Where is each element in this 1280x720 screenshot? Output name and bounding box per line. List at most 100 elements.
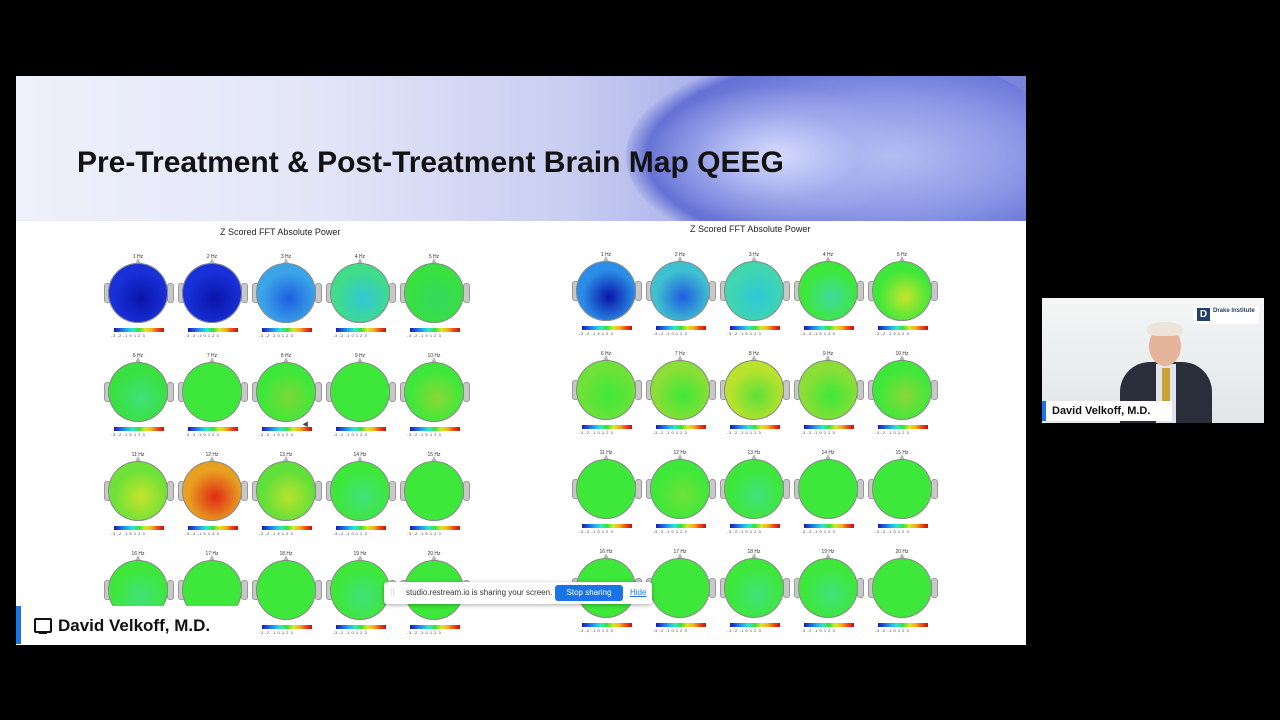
ear-marker bbox=[241, 283, 248, 303]
frequency-label: 6 Hz bbox=[132, 353, 144, 359]
nose-marker bbox=[899, 256, 905, 262]
brain-map-head: 6 Hz-3 -2 -1 0 1 2 3 bbox=[572, 351, 650, 437]
ear-marker bbox=[709, 281, 716, 301]
scalp-topography bbox=[576, 459, 636, 519]
color-scale-bar bbox=[336, 328, 386, 332]
scalp-topography bbox=[108, 263, 168, 323]
nose-marker bbox=[899, 553, 905, 559]
frequency-label: 10 Hz bbox=[895, 351, 909, 357]
ear-marker bbox=[783, 479, 790, 499]
brain-map-head: 3 Hz-3 -2 -1 0 1 2 3 bbox=[252, 254, 330, 340]
color-scale-ticks: -3 -2 -1 0 1 2 3 bbox=[407, 630, 442, 635]
frequency-label: 19 Hz bbox=[821, 549, 835, 555]
ear-marker bbox=[635, 479, 642, 499]
scalp-topography bbox=[404, 362, 464, 422]
color-scale-bar bbox=[188, 427, 238, 431]
nose-marker bbox=[677, 553, 683, 559]
brain-map-head: 1 Hz-3 -2 -1 0 1 2 3 bbox=[104, 254, 182, 340]
color-scale-bar bbox=[656, 623, 706, 627]
nose-marker bbox=[135, 258, 141, 264]
scalp-topography bbox=[798, 261, 858, 321]
color-scale-bar bbox=[410, 427, 460, 431]
color-scale-bar bbox=[582, 425, 632, 429]
ear-marker bbox=[709, 578, 716, 598]
share-status-text: studio.restream.io is sharing your scree… bbox=[406, 588, 553, 597]
nose-marker bbox=[209, 555, 215, 561]
color-scale-ticks: -3 -2 -1 0 1 2 3 bbox=[727, 430, 762, 435]
color-scale-bar bbox=[656, 326, 706, 330]
nose-marker bbox=[825, 454, 831, 460]
scalp-topography bbox=[330, 263, 390, 323]
frequency-label: 13 Hz bbox=[279, 452, 293, 458]
frequency-label: 10 Hz bbox=[427, 353, 441, 359]
nose-marker bbox=[431, 555, 437, 561]
post-panel-title: Z Scored FFT Absolute Power bbox=[690, 224, 811, 234]
scalp-topography bbox=[404, 263, 464, 323]
color-scale-bar bbox=[730, 623, 780, 627]
brain-map-head: 19 Hz -3 -2 -1 0 1 2 3 bbox=[794, 549, 872, 635]
color-scale-bar bbox=[336, 427, 386, 431]
nose-marker bbox=[825, 553, 831, 559]
ear-marker bbox=[709, 380, 716, 400]
ear-marker bbox=[857, 578, 864, 598]
ear-marker bbox=[389, 382, 396, 402]
nose-marker bbox=[283, 456, 289, 462]
color-scale-bar bbox=[730, 425, 780, 429]
scalp-topography bbox=[872, 360, 932, 420]
nose-marker bbox=[899, 355, 905, 361]
color-scale-ticks: -3 -2 -1 0 1 2 3 bbox=[875, 430, 910, 435]
nose-marker bbox=[751, 454, 757, 460]
ear-marker bbox=[931, 281, 938, 301]
ear-marker bbox=[241, 382, 248, 402]
color-scale-ticks: -3 -2 -1 0 1 2 3 bbox=[801, 331, 836, 336]
color-scale-ticks: -3 -2 -1 0 1 2 3 bbox=[185, 531, 220, 536]
color-scale-ticks: -3 -2 -1 0 1 2 3 bbox=[111, 531, 146, 536]
frequency-label: 4 Hz bbox=[354, 254, 366, 260]
color-scale-ticks: -3 -2 -1 0 1 2 3 bbox=[407, 531, 442, 536]
nose-marker bbox=[603, 553, 609, 559]
frequency-label: 19 Hz bbox=[353, 551, 367, 557]
nose-marker bbox=[751, 553, 757, 559]
color-scale-ticks: -3 -2 -1 0 1 2 3 bbox=[111, 333, 146, 338]
color-scale-ticks: -3 -2 -1 0 1 2 3 bbox=[579, 628, 614, 633]
color-scale-ticks: -3 -2 -1 0 1 2 3 bbox=[333, 531, 368, 536]
color-scale-ticks: -3 -2 -1 0 1 2 3 bbox=[333, 630, 368, 635]
frequency-label: 5 Hz bbox=[428, 254, 440, 260]
nose-marker bbox=[209, 456, 215, 462]
logo-text: Drake Institute bbox=[1213, 308, 1255, 314]
presenter-tie bbox=[1162, 368, 1170, 418]
frequency-label: 7 Hz bbox=[674, 351, 686, 357]
ear-marker bbox=[315, 580, 322, 600]
color-scale-bar bbox=[582, 524, 632, 528]
brain-map-head: 12 Hz-3 -2 -1 0 1 2 3 bbox=[178, 452, 256, 538]
brain-map-head: 6 Hz-3 -2 -1 0 1 2 3 bbox=[104, 353, 182, 439]
presenter-hair bbox=[1147, 322, 1183, 336]
brain-map-head: 13 Hz-3 -2 -1 0 1 2 3 bbox=[720, 450, 798, 536]
color-scale-ticks: -3 -2 -1 0 1 2 3 bbox=[801, 529, 836, 534]
brain-map-head: 2 Hz-3 -2 -1 0 1 2 3 bbox=[646, 252, 724, 338]
ear-marker bbox=[463, 481, 470, 501]
frequency-label: 2 Hz bbox=[206, 254, 218, 260]
ear-marker bbox=[167, 580, 174, 600]
color-scale-ticks: -3 -2 -1 0 1 2 3 bbox=[653, 628, 688, 633]
drag-handle-icon[interactable]: ⁞⁞ bbox=[390, 588, 395, 597]
brain-map-head: 1 Hz-3 -2 -1 0 1 2 3 bbox=[572, 252, 650, 338]
frequency-label: 8 Hz bbox=[280, 353, 292, 359]
stop-sharing-button[interactable]: Stop sharing bbox=[555, 585, 623, 601]
brain-map-head: 20 Hz-3 -2 -1 0 1 2 3 bbox=[868, 549, 946, 635]
nose-marker bbox=[677, 256, 683, 262]
frequency-label: 13 Hz bbox=[747, 450, 761, 456]
color-scale-ticks: -3 -2 -1 0 1 2 3 bbox=[727, 628, 762, 633]
color-scale-ticks: -3 -2 -1 0 1 2 3 bbox=[801, 628, 836, 633]
ear-marker bbox=[709, 479, 716, 499]
color-scale-ticks: -3 -2 -1 0 1 2 3 bbox=[259, 333, 294, 338]
color-scale-ticks: -3 -2 -1 0 1 2 3 bbox=[875, 529, 910, 534]
nose-marker bbox=[135, 357, 141, 363]
color-scale-ticks: -3 -2 -1 0 1 2 3 bbox=[653, 430, 688, 435]
hide-link[interactable]: Hide bbox=[630, 588, 647, 597]
pre-panel-title: Z Scored FFT Absolute Power bbox=[220, 227, 341, 237]
scalp-topography bbox=[330, 362, 390, 422]
color-scale-ticks: -3 -2 -1 0 1 2 3 bbox=[259, 531, 294, 536]
color-scale-bar bbox=[582, 623, 632, 627]
color-scale-ticks: -3 -2 -1 0 1 2 3 bbox=[407, 333, 442, 338]
